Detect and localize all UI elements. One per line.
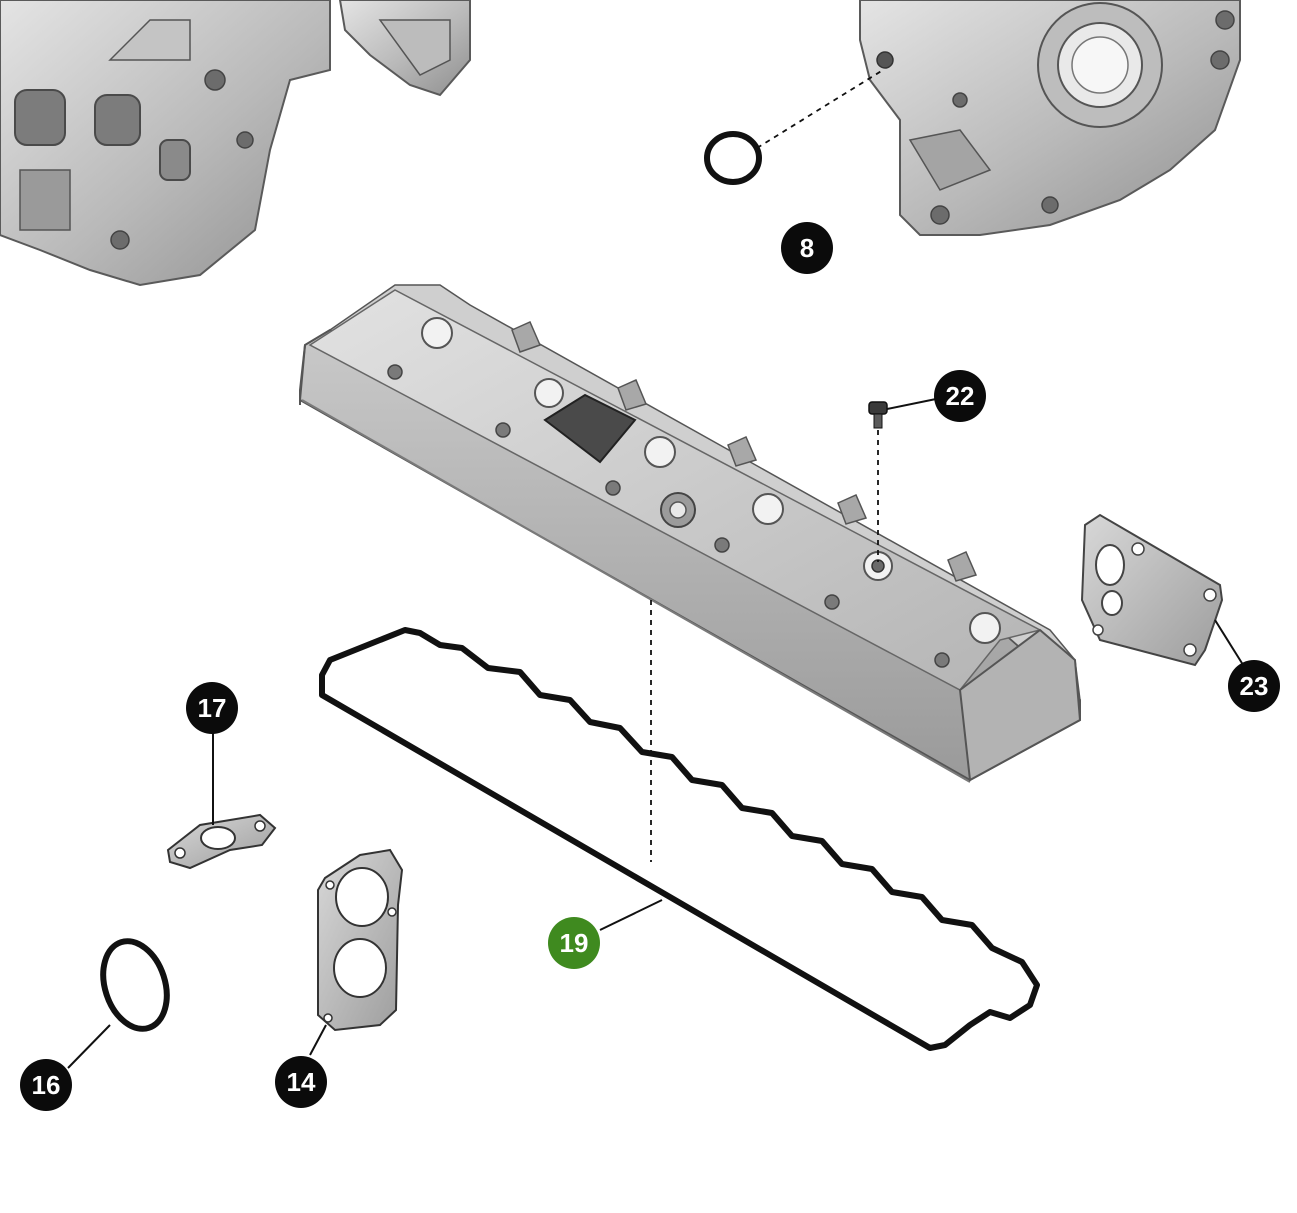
callout-label: 16 [32, 1070, 61, 1100]
callout-14: 14 [275, 1056, 327, 1108]
callout-label: 23 [1240, 671, 1269, 701]
callout-label: 14 [287, 1067, 316, 1097]
valve-cover-gasket [319, 627, 1040, 1051]
cover-bolt [868, 398, 937, 562]
callout-label: 8 [800, 233, 814, 263]
cover-plate-gasket [1080, 513, 1246, 669]
callout-badge [1228, 660, 1280, 712]
engine-block-fragment [0, 0, 471, 287]
o-ring-seal [704, 69, 884, 185]
callout-badge [548, 917, 600, 969]
callout-22: 22 [934, 370, 986, 422]
callout-label: 19 [560, 928, 589, 958]
callout-badge [934, 370, 986, 422]
callout-17: 17 [186, 682, 238, 734]
valve-cover [298, 284, 1082, 783]
oval-seal-ring [67, 938, 170, 1069]
callout-label: 17 [198, 693, 227, 723]
callout-badge [20, 1059, 72, 1111]
callout-23: 23 [1228, 660, 1280, 712]
callout-badge [781, 222, 833, 274]
callout-19: 19 [548, 917, 600, 969]
callout-layer: 8 22 23 17 19 16 14 [20, 222, 1280, 1111]
callout-label: 22 [946, 381, 975, 411]
double-port-gasket [309, 848, 404, 1056]
callout-badge [275, 1056, 327, 1108]
callout-8: 8 [781, 222, 833, 274]
timing-cover-fragment [859, 0, 1241, 236]
callout-badge [186, 682, 238, 734]
two-bolt-flange-gasket [166, 733, 277, 870]
callout-16: 16 [20, 1059, 72, 1111]
